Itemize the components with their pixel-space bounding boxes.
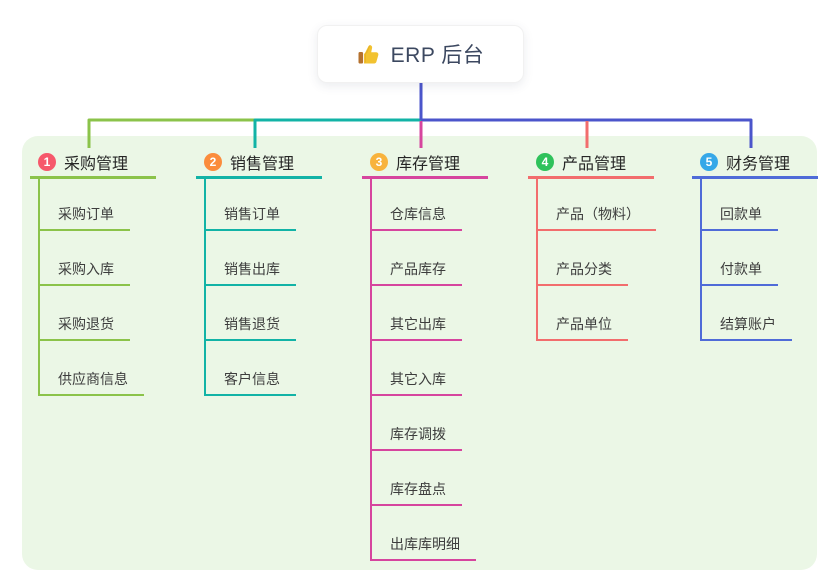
child-label: 出库库明细 — [390, 536, 460, 552]
branch-number-badge: 4 — [536, 153, 554, 171]
branch-trunk-line — [204, 179, 206, 396]
branch-node-采购管理[interactable]: 1 采购管理 — [30, 148, 156, 179]
child-label: 产品分类 — [556, 261, 612, 277]
branch-number-badge: 3 — [370, 153, 388, 171]
child-node-回款单[interactable]: 回款单 — [700, 202, 778, 231]
child-node-产品分类[interactable]: 产品分类 — [536, 257, 628, 286]
branch-number-badge: 2 — [204, 153, 222, 171]
child-node-仓库信息[interactable]: 仓库信息 — [370, 202, 462, 231]
child-node-产品库存[interactable]: 产品库存 — [370, 257, 462, 286]
child-node-销售出库[interactable]: 销售出库 — [204, 257, 296, 286]
branch-number-badge: 5 — [700, 153, 718, 171]
branch-label: 采购管理 — [64, 156, 129, 173]
child-node-库存调拨[interactable]: 库存调拨 — [370, 422, 462, 451]
branch-node-财务管理[interactable]: 5 财务管理 — [692, 148, 818, 179]
child-label: 回款单 — [720, 206, 762, 222]
child-label: 库存盘点 — [390, 481, 446, 497]
branch-node-销售管理[interactable]: 2 销售管理 — [196, 148, 322, 179]
root-node[interactable]: ERP 后台 — [317, 25, 524, 83]
child-label: 仓库信息 — [390, 206, 446, 222]
child-label: 供应商信息 — [58, 371, 128, 387]
branch-node-产品管理[interactable]: 4 产品管理 — [528, 148, 654, 179]
child-label: 库存调拨 — [390, 426, 446, 442]
branch-label: 库存管理 — [396, 156, 461, 173]
child-label: 销售退货 — [224, 316, 280, 332]
thumbs-up-icon — [357, 42, 381, 66]
child-node-销售退货[interactable]: 销售退货 — [204, 312, 296, 341]
child-node-结算账户[interactable]: 结算账户 — [700, 312, 792, 341]
child-label: 采购退货 — [58, 316, 114, 332]
branch-number-badge: 1 — [38, 153, 56, 171]
branches-panel — [22, 136, 817, 570]
branch-node-库存管理[interactable]: 3 库存管理 — [362, 148, 488, 179]
child-node-采购退货[interactable]: 采购退货 — [38, 312, 130, 341]
child-label: 产品单位 — [556, 316, 612, 332]
child-label: 付款单 — [720, 261, 762, 277]
root-label: ERP 后台 — [390, 44, 485, 67]
child-label: 采购订单 — [58, 206, 114, 222]
child-node-采购入库[interactable]: 采购入库 — [38, 257, 130, 286]
child-label: 销售出库 — [224, 261, 280, 277]
child-node-产品（物料）[interactable]: 产品（物料） — [536, 202, 656, 231]
child-node-付款单[interactable]: 付款单 — [700, 257, 778, 286]
child-node-采购订单[interactable]: 采购订单 — [38, 202, 130, 231]
child-label: 其它出库 — [390, 316, 446, 332]
child-label: 客户信息 — [224, 371, 280, 387]
child-label: 销售订单 — [224, 206, 280, 222]
child-node-供应商信息[interactable]: 供应商信息 — [38, 367, 144, 396]
branch-label: 销售管理 — [230, 156, 295, 173]
branch-label: 财务管理 — [726, 156, 791, 173]
branch-trunk-line — [370, 179, 372, 561]
child-node-其它出库[interactable]: 其它出库 — [370, 312, 462, 341]
child-label: 产品库存 — [390, 261, 446, 277]
branch-trunk-line — [38, 179, 40, 396]
branch-trunk-line — [536, 179, 538, 341]
child-label: 产品（物料） — [556, 206, 640, 222]
branch-label: 产品管理 — [562, 156, 627, 173]
child-node-产品单位[interactable]: 产品单位 — [536, 312, 628, 341]
child-node-出库库明细[interactable]: 出库库明细 — [370, 532, 476, 561]
child-label: 结算账户 — [720, 316, 776, 332]
child-label: 采购入库 — [58, 261, 114, 277]
branch-trunk-line — [700, 179, 702, 341]
child-label: 其它入库 — [390, 371, 446, 387]
child-node-客户信息[interactable]: 客户信息 — [204, 367, 296, 396]
child-node-库存盘点[interactable]: 库存盘点 — [370, 477, 462, 506]
child-node-其它入库[interactable]: 其它入库 — [370, 367, 462, 396]
child-node-销售订单[interactable]: 销售订单 — [204, 202, 296, 231]
